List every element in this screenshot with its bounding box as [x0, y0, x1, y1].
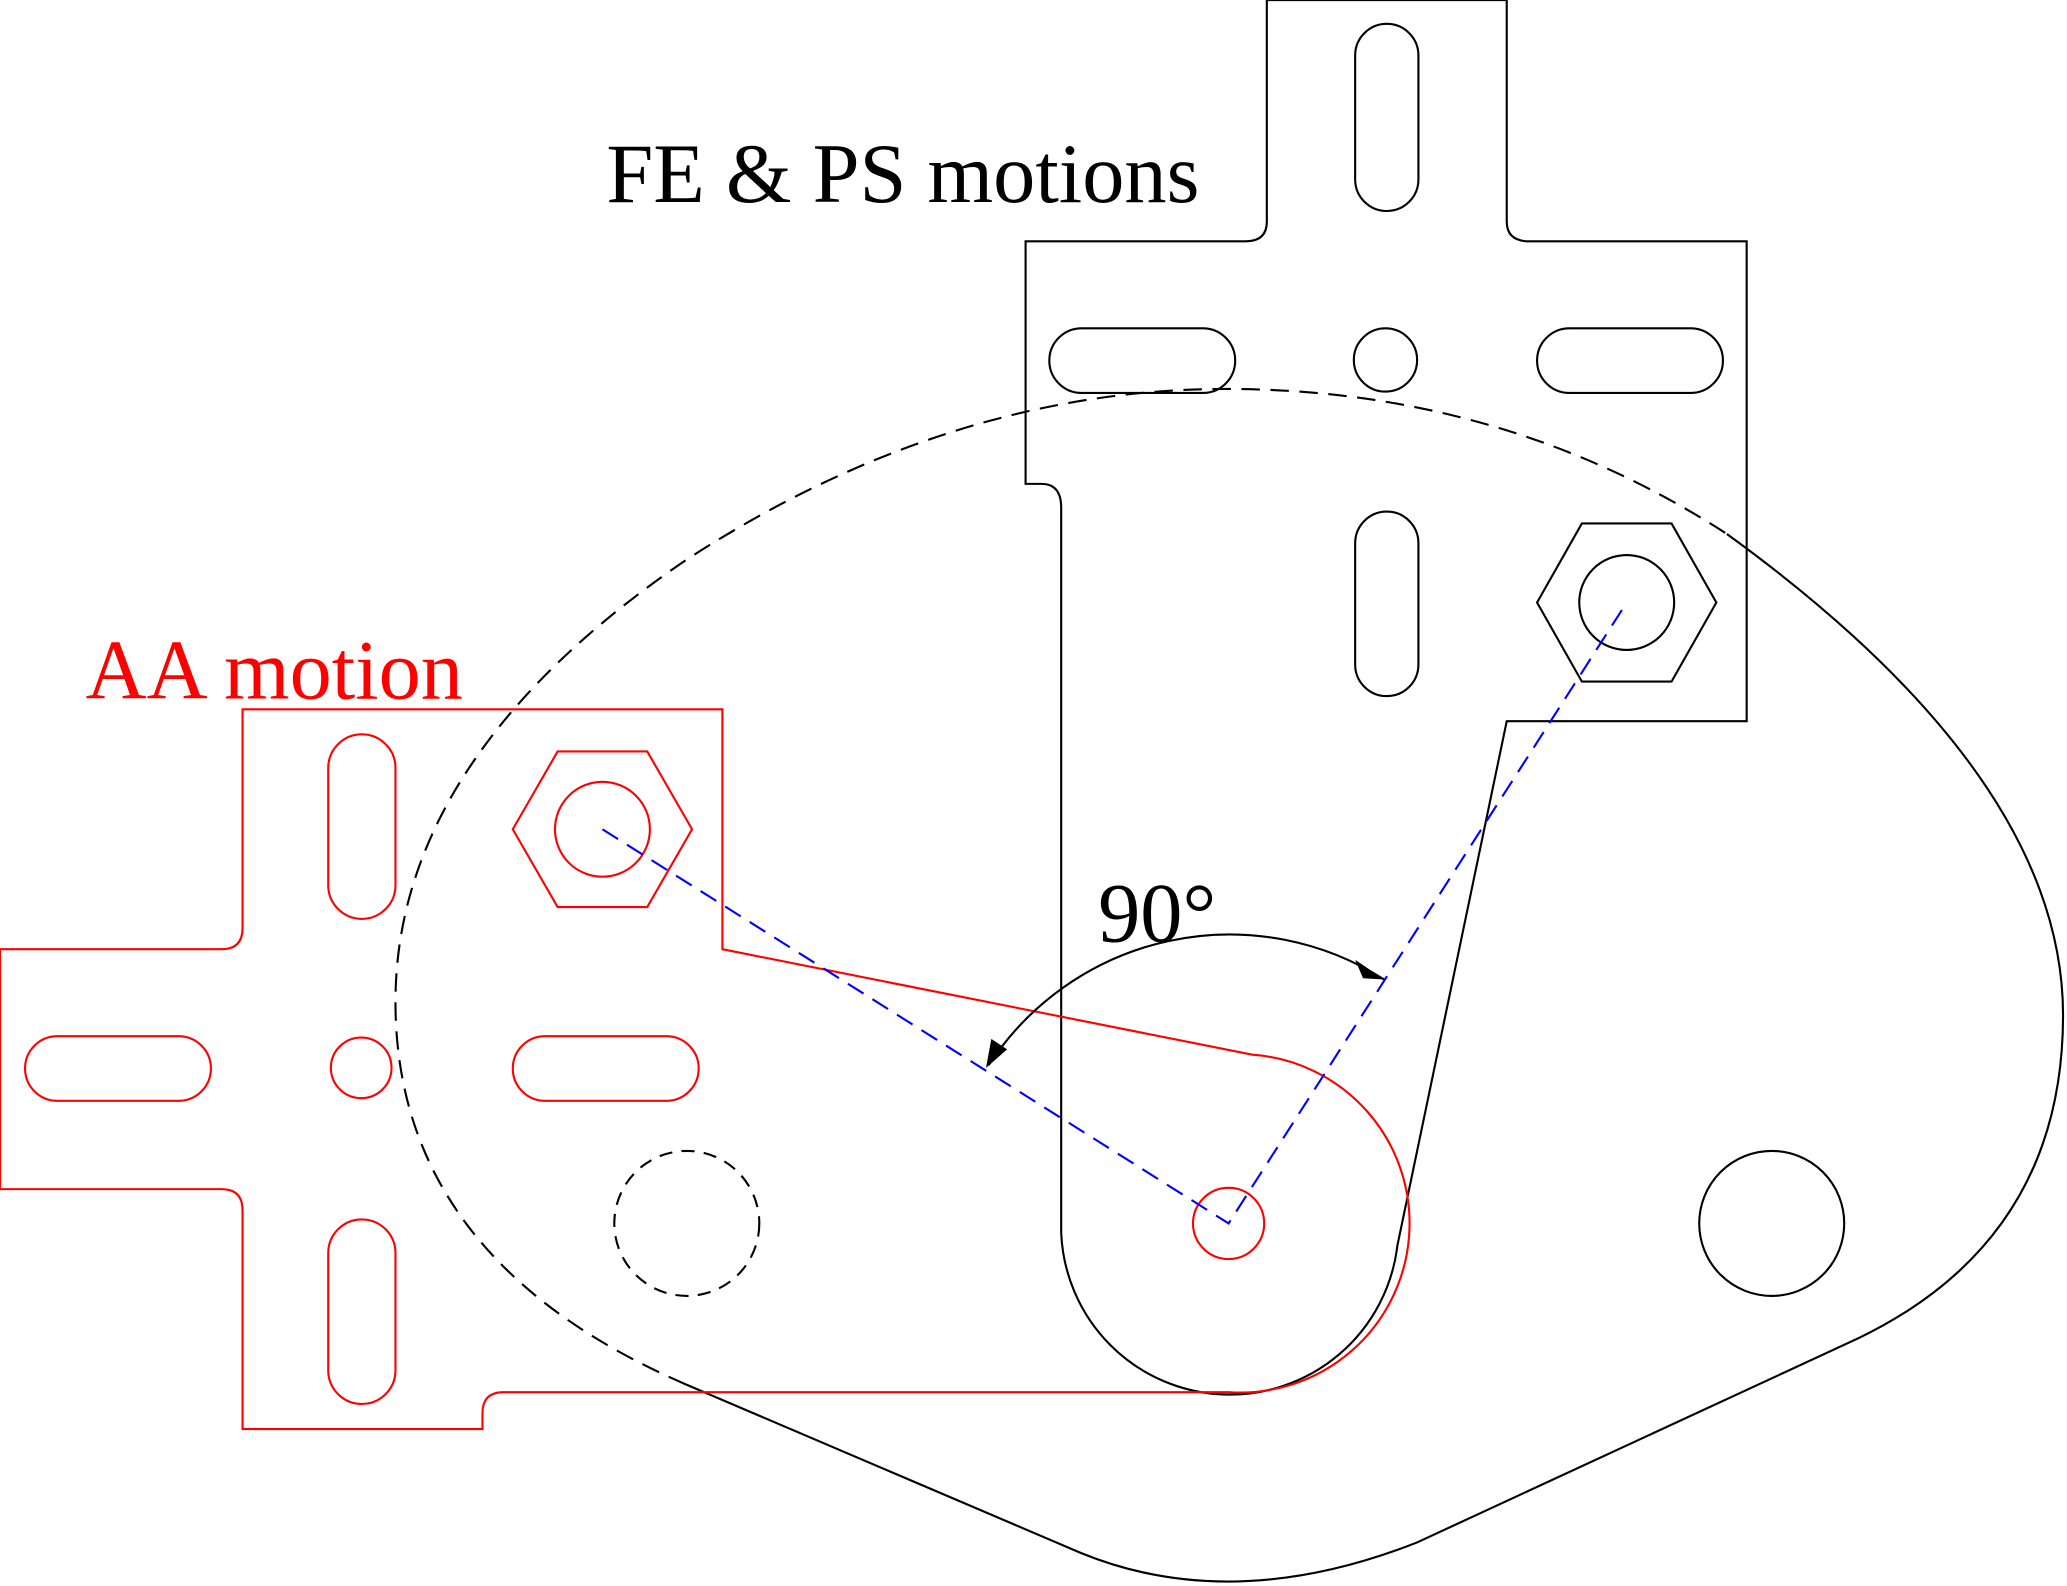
arrowhead-left [986, 1038, 1008, 1068]
arrowhead-right [1355, 959, 1385, 980]
fe-ps-plate [1024, 0, 1748, 1396]
aa-plate [0, 708, 1411, 1431]
axis-lines [601, 601, 1628, 1225]
angle-label: 90° [1098, 867, 1216, 960]
cam-outline-solid [685, 533, 2065, 1583]
angle-arc [987, 933, 1385, 1066]
fe-ps-label: FE & PS motions [606, 128, 1199, 221]
cam-outline-hidden [394, 387, 1728, 1386]
cam-hidden-hole [613, 1149, 761, 1297]
hex-nut-black [1535, 522, 1718, 683]
hex-nut-red [511, 750, 694, 909]
aa-label: AA motion [86, 625, 463, 718]
cam-hole [1698, 1149, 1846, 1297]
pivot-hole [1191, 1186, 1266, 1261]
